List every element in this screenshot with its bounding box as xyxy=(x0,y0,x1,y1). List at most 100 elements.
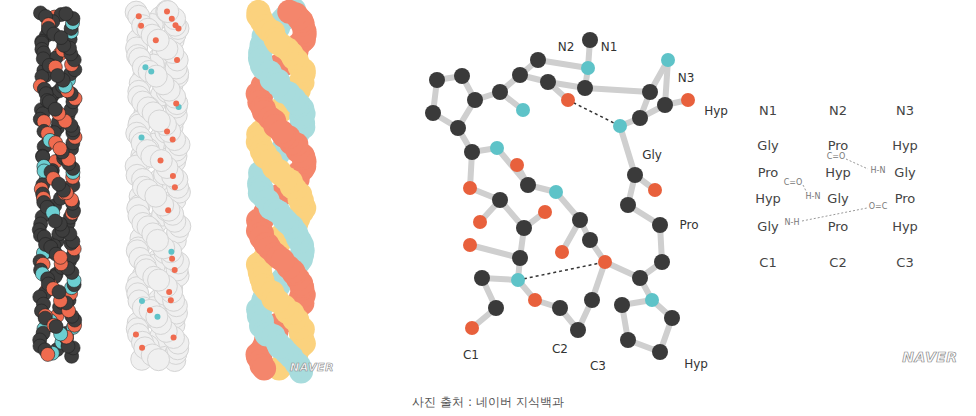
atom-sphere xyxy=(148,349,170,371)
atom-ball xyxy=(577,80,593,96)
residue-label: N2 xyxy=(558,41,575,53)
atom-ball xyxy=(584,292,600,308)
atom-ball xyxy=(463,238,477,252)
atom-dot xyxy=(139,298,145,304)
atom-ball xyxy=(582,32,598,48)
atom-dot xyxy=(166,289,172,295)
atom-ball xyxy=(654,254,670,270)
atom-sphere xyxy=(48,102,62,116)
residue-label: Hyp xyxy=(684,358,708,370)
atom-ball xyxy=(465,321,479,335)
table-cell: Gly xyxy=(894,166,915,179)
atom-dot xyxy=(142,64,148,70)
residue-label: Hyp xyxy=(704,105,728,117)
atom-ball xyxy=(681,93,695,107)
atom-ball xyxy=(664,310,680,326)
atom-sphere xyxy=(146,306,168,328)
atom-sphere xyxy=(270,120,294,144)
atom-ball xyxy=(520,177,536,193)
strand-model xyxy=(245,0,316,384)
atom-dot xyxy=(168,249,174,255)
atom-sphere xyxy=(252,356,276,380)
table-cell: Pro xyxy=(828,220,849,233)
atom-ball xyxy=(549,185,563,199)
atom-dot xyxy=(139,134,145,140)
atom-sphere xyxy=(271,248,295,272)
atom-dot xyxy=(174,57,180,63)
atom-sphere xyxy=(53,142,67,156)
residue-label: C2 xyxy=(552,343,568,355)
atom-sphere xyxy=(52,285,66,299)
residue-label: Gly xyxy=(642,149,662,161)
atom-ball xyxy=(661,53,675,67)
bond-note: N-H xyxy=(785,219,800,227)
atom-dot xyxy=(169,16,175,22)
atom-sphere xyxy=(48,214,62,228)
atom-ball xyxy=(540,74,556,90)
atom-dot xyxy=(170,137,176,143)
atom-ball xyxy=(613,119,627,133)
atom-sphere xyxy=(157,1,179,23)
table-cell: Hyp xyxy=(755,192,781,205)
atom-sphere xyxy=(266,73,290,97)
hydrogen-bond-lines xyxy=(802,159,868,221)
atom-sphere xyxy=(145,185,167,207)
atom-ball xyxy=(450,120,466,136)
atom-ball xyxy=(561,93,575,107)
atom-dot xyxy=(172,184,178,190)
table-cell: Hyp xyxy=(825,166,851,179)
atom-dot xyxy=(173,101,179,107)
atom-sphere xyxy=(54,31,68,45)
atom-dot xyxy=(172,267,178,273)
atom-ball xyxy=(473,215,487,229)
atom-sphere xyxy=(49,320,63,334)
atom-sphere xyxy=(41,347,55,361)
atom-dot xyxy=(136,13,142,19)
atom-ball xyxy=(511,273,525,287)
table-cell: Gly xyxy=(757,220,778,233)
atom-ball xyxy=(555,245,569,259)
atom-ball xyxy=(492,192,508,208)
residue-label: Pro xyxy=(679,219,698,231)
atom-ball xyxy=(632,110,648,126)
watermark: NAVER xyxy=(902,350,957,364)
atom-sphere xyxy=(147,29,169,51)
atom-ball xyxy=(510,158,524,172)
table-cell: Pro xyxy=(828,139,849,152)
atom-ball xyxy=(463,181,477,195)
atom-sphere xyxy=(59,7,73,21)
table-cell: Pro xyxy=(895,192,916,205)
hydrogen-bond xyxy=(518,262,605,280)
residue-label: N3 xyxy=(678,72,695,84)
bond-stick xyxy=(585,88,650,92)
atom-dot xyxy=(171,334,177,340)
atom-ball xyxy=(652,344,668,360)
atom-sphere xyxy=(145,65,167,87)
atom-ball xyxy=(454,68,470,84)
table-cell: Pro xyxy=(758,166,779,179)
atom-ball xyxy=(429,72,445,88)
atom-sphere xyxy=(148,269,170,291)
atom-dot xyxy=(173,22,179,28)
bond-note: O=C xyxy=(869,203,888,211)
atom-ball xyxy=(620,197,636,213)
atom-sphere xyxy=(277,0,301,24)
atom-ball xyxy=(488,300,504,316)
atom-ball xyxy=(425,105,441,121)
atom-ball xyxy=(598,255,612,269)
atom-ball xyxy=(516,220,532,236)
table-cell: C3 xyxy=(896,256,913,269)
atom-dot xyxy=(169,256,175,262)
atom-sphere xyxy=(147,229,169,251)
bond-note: H-N xyxy=(806,193,821,201)
hydrogen-bond xyxy=(568,100,620,126)
atom-sphere xyxy=(53,250,67,264)
watermark: NAVER xyxy=(290,362,334,373)
table-cell: N3 xyxy=(896,104,914,117)
atom-dot xyxy=(154,314,160,320)
atom-sphere xyxy=(266,31,290,55)
atom-sphere xyxy=(272,207,296,231)
atom-dot xyxy=(158,158,164,164)
